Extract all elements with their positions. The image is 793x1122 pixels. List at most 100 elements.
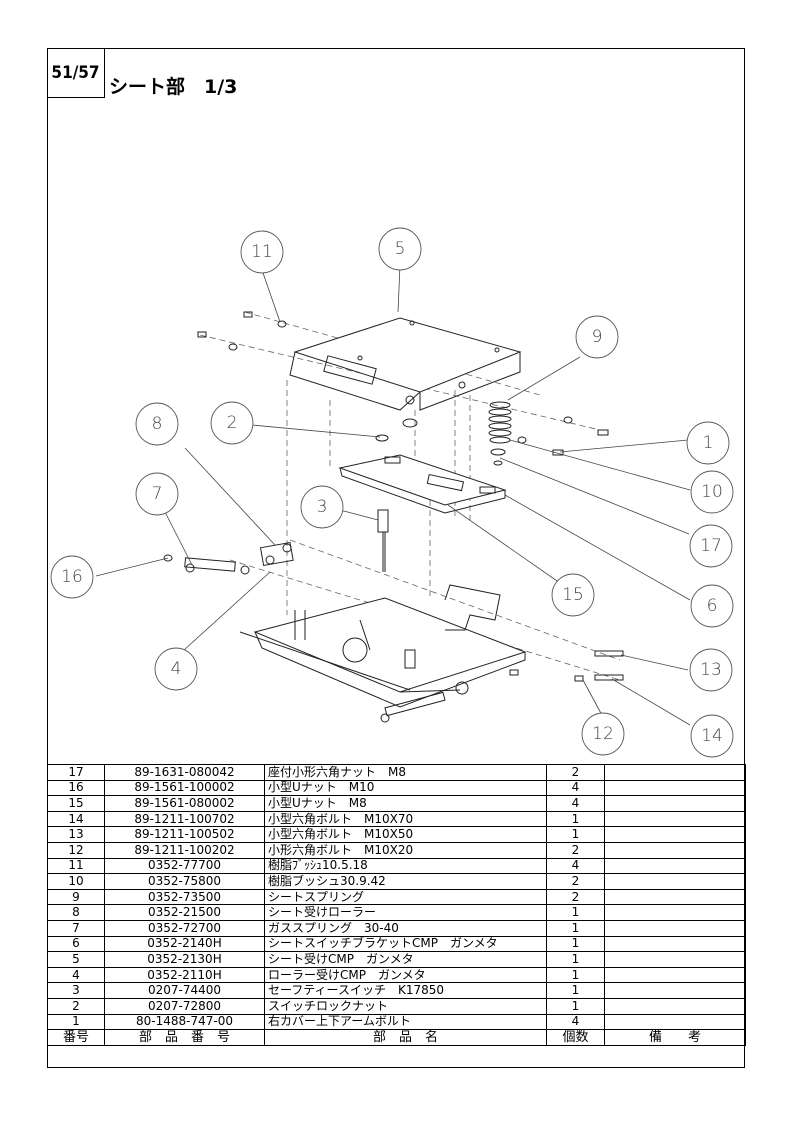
row-part-name: 小型Uナット M10 xyxy=(264,779,547,797)
row-part-code: 89-1211-100202 xyxy=(104,841,265,859)
row-no: 7 xyxy=(47,919,105,937)
row-no: 15 xyxy=(47,795,105,812)
callout-number: 16 xyxy=(61,567,83,587)
callout-number: 1 xyxy=(703,433,714,453)
page-frame xyxy=(47,48,745,1068)
row-qty: 1 xyxy=(546,826,605,843)
row-qty: 4 xyxy=(546,795,605,812)
row-part-code: 80-1488-747-00 xyxy=(104,1013,265,1031)
row-no: 1 xyxy=(47,1013,105,1031)
row-remarks xyxy=(604,1013,746,1031)
callout-4: 4 xyxy=(154,647,198,691)
row-remarks xyxy=(604,810,746,828)
row-part-name: ガススプリング 30-40 xyxy=(264,919,547,937)
row-part-name: スイッチロックナット xyxy=(264,997,547,1015)
row-part-code: 0352-21500 xyxy=(104,904,265,921)
row-no: 13 xyxy=(47,826,105,843)
row-part-code: 89-1561-100002 xyxy=(104,779,265,797)
row-part-name: シートスイッチブラケットCMP ガンメタ xyxy=(264,935,547,953)
callout-number: 12 xyxy=(592,724,614,744)
header-part-code: 部 品 番 号 xyxy=(104,1029,265,1046)
row-qty: 1 xyxy=(546,997,605,1015)
row-qty: 1 xyxy=(546,935,605,953)
callout-number: 2 xyxy=(227,413,238,433)
row-remarks xyxy=(604,841,746,859)
header-part-name: 部 品 名 xyxy=(264,1029,547,1046)
row-no: 2 xyxy=(47,997,105,1015)
row-remarks xyxy=(604,997,746,1015)
row-part-name: 右カバー上下アームボルト xyxy=(264,1013,547,1031)
row-qty: 2 xyxy=(546,888,605,906)
callout-1: 1 xyxy=(686,421,730,465)
row-qty: 1 xyxy=(546,919,605,937)
row-part-code: 89-1631-080042 xyxy=(104,764,265,781)
row-no: 5 xyxy=(47,951,105,968)
row-part-code: 89-1211-100502 xyxy=(104,826,265,843)
table-header-row: 番号 部 品 番 号 部 品 名 個数 備 考 xyxy=(47,1029,746,1046)
row-remarks xyxy=(604,919,746,937)
callout-15: 15 xyxy=(551,573,595,617)
callout-3: 3 xyxy=(300,485,344,529)
callout-number: 9 xyxy=(592,327,603,347)
row-qty: 1 xyxy=(546,982,605,999)
row-remarks xyxy=(604,779,746,797)
row-part-name: セーフティースイッチ K17850 xyxy=(264,982,547,999)
row-part-name: ローラー受けCMP ガンメタ xyxy=(264,966,547,984)
callout-number: 6 xyxy=(707,596,718,616)
callout-16: 16 xyxy=(50,555,94,599)
callout-number: 14 xyxy=(701,726,723,746)
callout-8: 8 xyxy=(135,402,179,446)
row-part-name: 小型六角ボルト M10X50 xyxy=(264,826,547,843)
row-no: 3 xyxy=(47,982,105,999)
callout-12: 12 xyxy=(581,712,625,756)
row-remarks xyxy=(604,951,746,968)
row-part-name: 小型六角ボルト M10X70 xyxy=(264,810,547,828)
row-no: 11 xyxy=(47,857,105,875)
row-part-name: 小形六角ボルト M10X20 xyxy=(264,841,547,859)
callout-5: 5 xyxy=(378,227,422,271)
callout-number: 8 xyxy=(152,414,163,434)
row-qty: 1 xyxy=(546,966,605,984)
callout-17: 17 xyxy=(689,524,733,568)
row-part-name: 座付小形六角ナット M8 xyxy=(264,764,547,781)
row-no: 6 xyxy=(47,935,105,953)
callout-10: 10 xyxy=(690,470,734,514)
row-part-name: 樹脂ブッシュ30.9.42 xyxy=(264,873,547,890)
row-part-code: 0352-2130H xyxy=(104,951,265,968)
header-qty: 個数 xyxy=(546,1029,605,1046)
row-part-code: 0352-72700 xyxy=(104,919,265,937)
row-part-code: 0207-74400 xyxy=(104,982,265,999)
callout-2: 2 xyxy=(210,401,254,445)
row-remarks xyxy=(604,826,746,843)
row-remarks xyxy=(604,888,746,906)
page-title: シート部 1/3 xyxy=(109,76,238,98)
callout-7: 7 xyxy=(135,472,179,516)
row-no: 17 xyxy=(47,764,105,781)
callout-number: 4 xyxy=(171,659,182,679)
header-no: 番号 xyxy=(47,1029,105,1046)
row-part-name: シート受けローラー xyxy=(264,904,547,921)
row-part-name: シート受けCMP ガンメタ xyxy=(264,951,547,968)
row-part-code: 0352-75800 xyxy=(104,873,265,890)
callout-number: 11 xyxy=(251,242,273,262)
row-part-code: 89-1561-080002 xyxy=(104,795,265,812)
row-qty: 2 xyxy=(546,764,605,781)
callout-9: 9 xyxy=(575,315,619,359)
row-no: 10 xyxy=(47,873,105,890)
callout-6: 6 xyxy=(690,584,734,628)
row-remarks xyxy=(604,795,746,812)
row-remarks xyxy=(604,904,746,921)
row-qty: 1 xyxy=(546,904,605,921)
row-qty: 4 xyxy=(546,857,605,875)
row-remarks xyxy=(604,966,746,984)
